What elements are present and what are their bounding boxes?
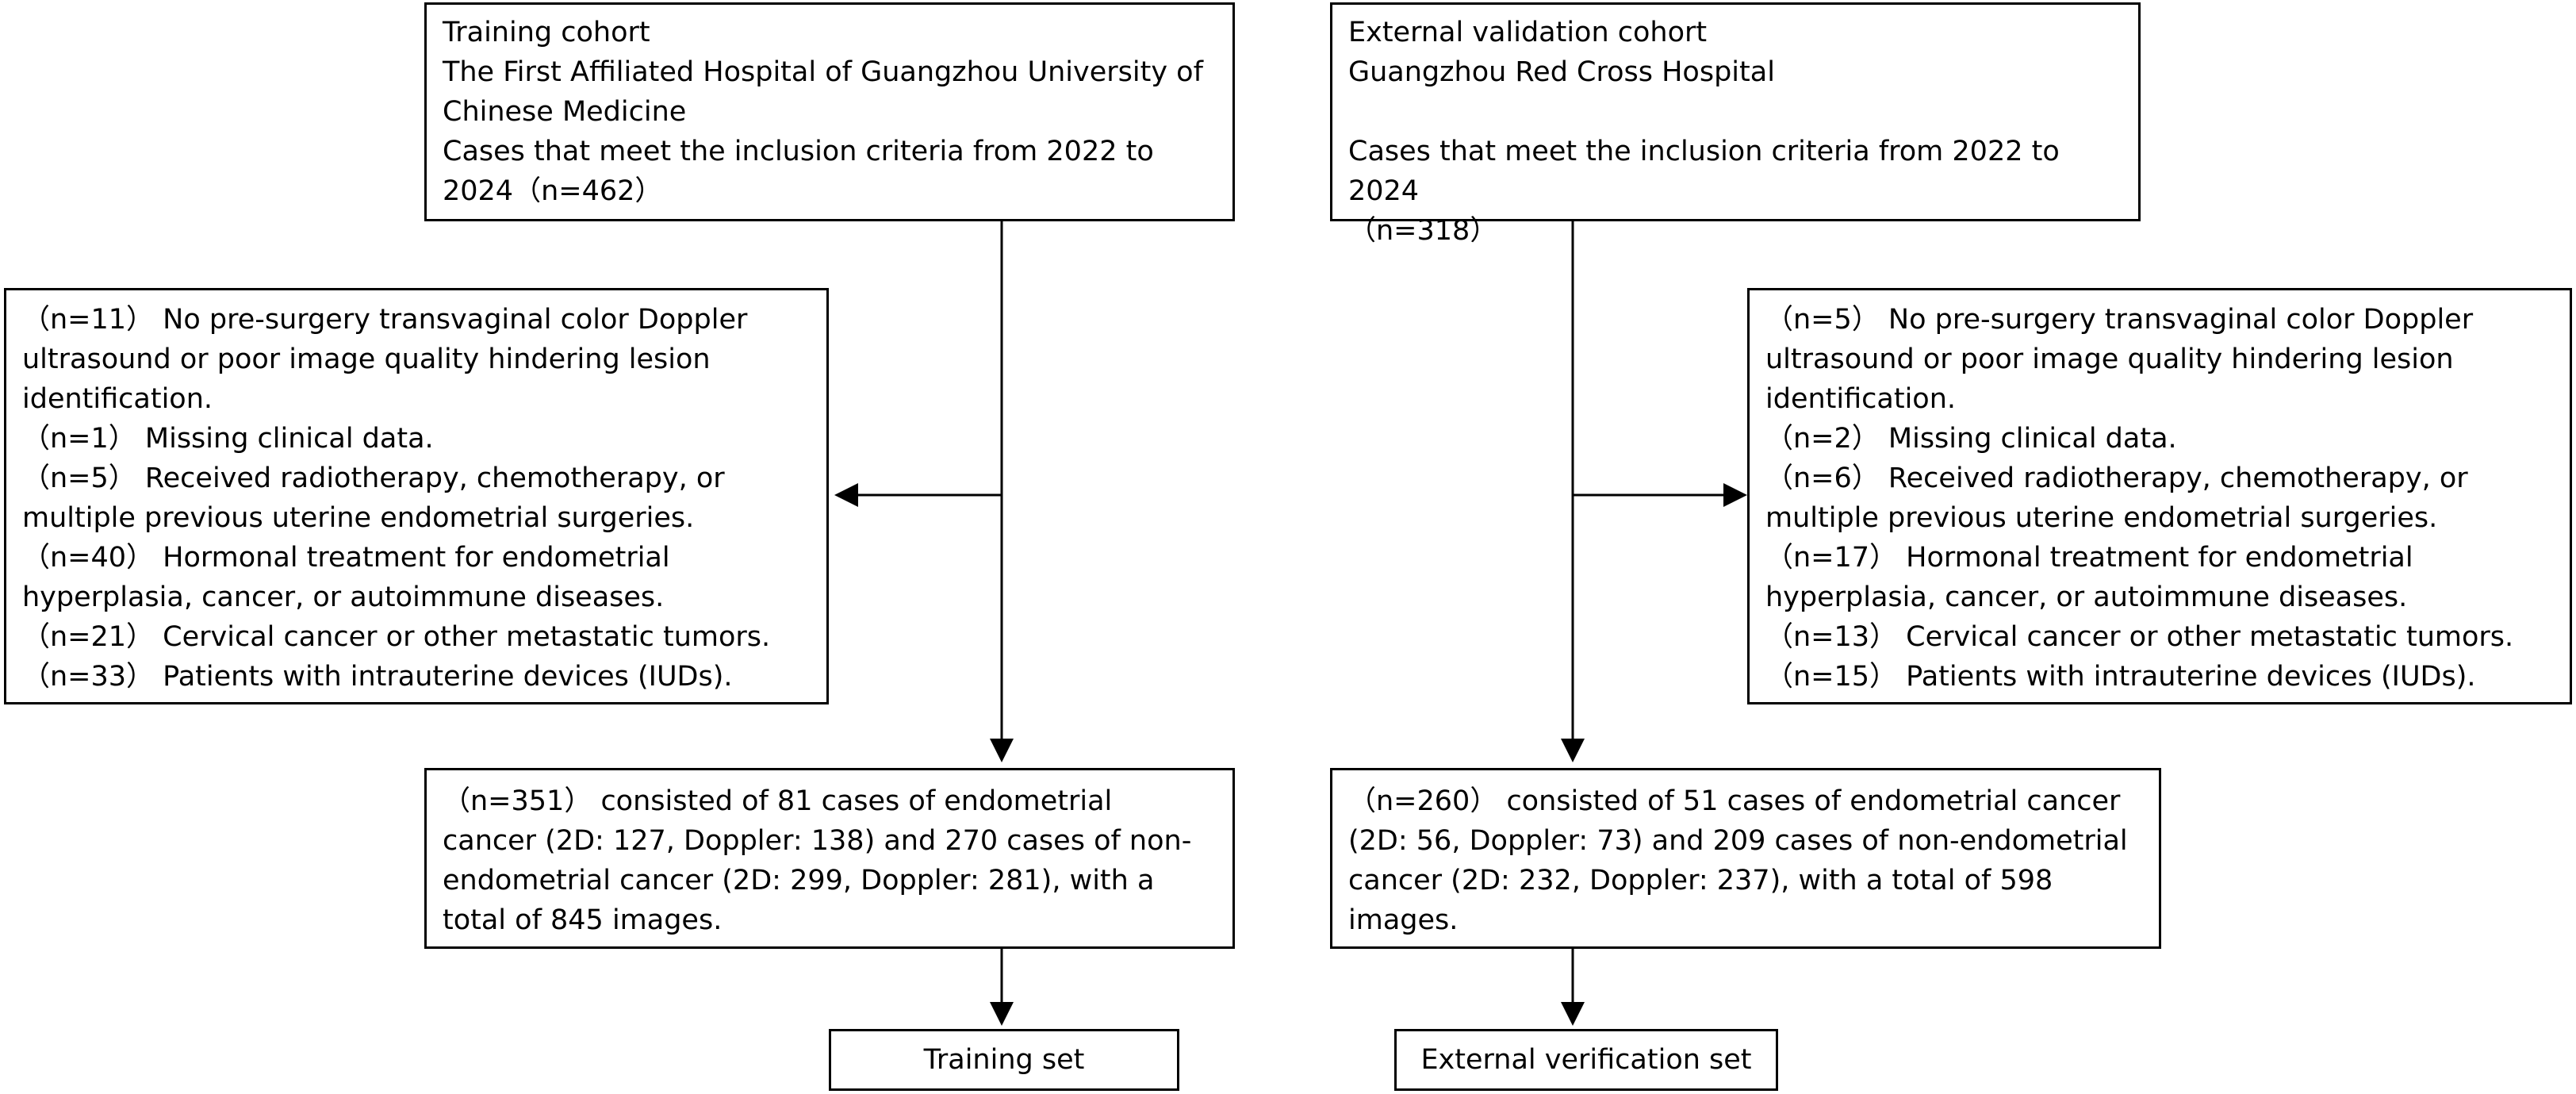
validation-exclusion-line: （n=5） No pre-surgery transvaginal color … bbox=[1765, 304, 2474, 336]
training-result-box: （n=351） consisted of 81 cases of endomet… bbox=[424, 768, 1235, 949]
validation-exclusion-line: （n=13） Cervical cancer or other metastat… bbox=[1765, 621, 2514, 653]
training-cohort-line: The First Affiliated Hospital of Guangzh… bbox=[443, 56, 1203, 88]
training-set-label: Training set bbox=[923, 1044, 1085, 1076]
validation-exclusion-line: ultrasound or poor image quality hinderi… bbox=[1765, 344, 2454, 375]
training-set-box: Training set bbox=[829, 1029, 1179, 1091]
validation-result-line: images. bbox=[1348, 904, 1459, 936]
training-cohort-line: Training cohort bbox=[443, 17, 650, 48]
training-exclusion-box: （n=11） No pre-surgery transvaginal color… bbox=[4, 288, 829, 704]
validation-exclusion-line: （n=15） Patients with intrauterine device… bbox=[1765, 661, 2476, 693]
external-verification-set-label: External verification set bbox=[1420, 1044, 1752, 1076]
validation-cohort-box: External validation cohort Guangzhou Red… bbox=[1330, 2, 2141, 247]
training-exclusion-line: （n=33） Patients with intrauterine device… bbox=[22, 661, 733, 693]
training-exclusion-line: （n=5） Received radiotherapy, chemotherap… bbox=[22, 463, 725, 494]
training-cohort-line: Cases that meet the inclusion criteria f… bbox=[443, 136, 1154, 167]
training-exclusion-line: （n=21） Cervical cancer or other metastat… bbox=[22, 621, 771, 653]
validation-exclusion-line: （n=2） Missing clinical data. bbox=[1765, 423, 2177, 455]
validation-cohort-line: External validation cohort bbox=[1348, 17, 1708, 48]
external-verification-set-box: External verification set bbox=[1394, 1029, 1778, 1091]
training-exclusion-line: ultrasound or poor image quality hinderi… bbox=[22, 344, 711, 375]
validation-exclusion-box: （n=5） No pre-surgery transvaginal color … bbox=[1747, 288, 2572, 704]
training-exclusion-line: （n=40） Hormonal treatment for endometria… bbox=[22, 542, 670, 574]
training-cohort-line: Chinese Medicine bbox=[443, 96, 687, 128]
training-result-line: total of 845 images. bbox=[443, 904, 723, 936]
training-result-line: cancer (2D: 127, Doppler: 138) and 270 c… bbox=[443, 825, 1192, 857]
validation-cohort-line: Cases that meet the inclusion criteria f… bbox=[1348, 136, 2068, 207]
validation-exclusion-line: hyperplasia, cancer, or autoimmune disea… bbox=[1765, 582, 2408, 613]
validation-result-line: （n=260） consisted of 51 cases of endomet… bbox=[1348, 785, 2121, 817]
training-exclusion-line: multiple previous uterine endometrial su… bbox=[22, 502, 695, 534]
validation-cohort-line: Guangzhou Red Cross Hospital bbox=[1348, 56, 1775, 88]
training-result-line: （n=351） consisted of 81 cases of endomet… bbox=[443, 785, 1113, 817]
validation-cohort-line bbox=[1348, 92, 2122, 132]
training-result-line: endometrial cancer (2D: 299, Doppler: 28… bbox=[443, 865, 1155, 896]
validation-exclusion-line: identification. bbox=[1765, 383, 1957, 415]
training-exclusion-line: identification. bbox=[22, 383, 213, 415]
validation-result-box: （n=260） consisted of 51 cases of endomet… bbox=[1330, 768, 2161, 949]
validation-result-line: (2D: 56, Doppler: 73) and 209 cases of n… bbox=[1348, 825, 2128, 857]
validation-cohort-line: （n=318） bbox=[1348, 215, 1498, 247]
training-exclusion-line: hyperplasia, cancer, or autoimmune disea… bbox=[22, 582, 665, 613]
validation-exclusion-line: （n=6） Received radiotherapy, chemotherap… bbox=[1765, 463, 2468, 494]
validation-result-line: cancer (2D: 232, Doppler: 237), with a t… bbox=[1348, 865, 2053, 896]
training-exclusion-line: （n=1） Missing clinical data. bbox=[22, 423, 434, 455]
training-cohort-box: Training cohort The First Affiliated Hos… bbox=[424, 2, 1235, 221]
validation-exclusion-line: （n=17） Hormonal treatment for endometria… bbox=[1765, 542, 2413, 574]
validation-exclusion-line: multiple previous uterine endometrial su… bbox=[1765, 502, 2438, 534]
training-exclusion-line: （n=11） No pre-surgery transvaginal color… bbox=[22, 304, 748, 336]
training-cohort-line: 2024（n=462） bbox=[443, 175, 663, 207]
